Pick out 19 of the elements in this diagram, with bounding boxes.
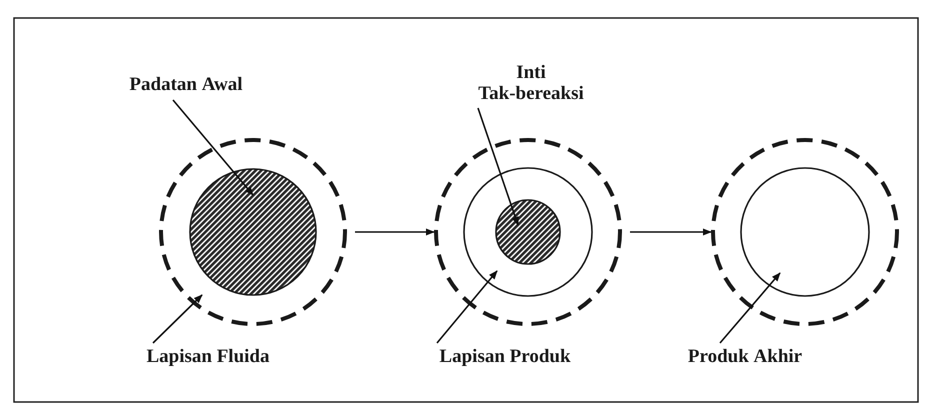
leader-line xyxy=(477,108,519,226)
leader-line xyxy=(152,294,203,344)
solid-particle-circle xyxy=(189,168,317,296)
part-label: Lapisan Produk xyxy=(439,346,571,367)
part-label: Produk Akhir xyxy=(688,346,802,367)
part-label: Padatan Awal xyxy=(129,74,243,95)
part-label: Inti Tak-bereaksi xyxy=(478,62,584,104)
fluid-layer-circle xyxy=(711,138,899,326)
part-label: Lapisan Fluida xyxy=(146,346,270,367)
product-particle-circle xyxy=(740,167,870,297)
fluid-layer-circle xyxy=(159,138,347,326)
leader-line xyxy=(172,99,254,196)
leader-line xyxy=(719,272,781,344)
fluid-layer-circle xyxy=(434,138,622,326)
arrow xyxy=(355,228,435,236)
unreacted-core-circle xyxy=(495,199,561,265)
product-layer-circle xyxy=(463,167,593,297)
arrow xyxy=(630,228,712,236)
leader-line xyxy=(436,270,498,344)
